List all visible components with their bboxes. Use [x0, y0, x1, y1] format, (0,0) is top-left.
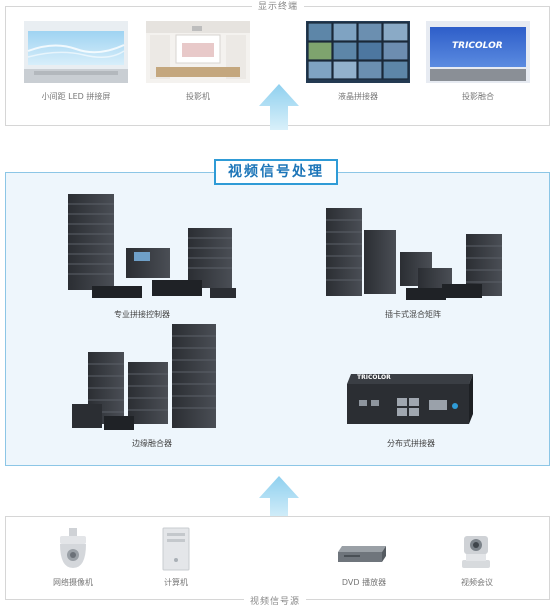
- video-source-label: 视频信号源: [244, 594, 307, 607]
- led-wall-icon: [24, 21, 128, 83]
- conference-camera-icon: [462, 536, 490, 568]
- display-caption-led: 小间距 LED 拼接屏: [41, 92, 111, 101]
- video-source-panel: [5, 516, 550, 600]
- display-caption-blend: 投影融合: [462, 92, 494, 101]
- computer-tower-icon: [162, 527, 190, 571]
- display-caption-projector: 投影机: [186, 92, 210, 101]
- blend-logo-text: TRICOLOR: [452, 41, 503, 51]
- splicing-controller-icon: [68, 194, 236, 298]
- display-terminal-label: 显示终端: [252, 0, 305, 12]
- projector-room-icon: [146, 21, 250, 83]
- distributed-splicer-icon: TRICOLOR: [345, 370, 477, 428]
- edge-blender-icon: [72, 324, 216, 430]
- display-caption-lcd: 液晶拼接器: [338, 92, 378, 101]
- product-caption-distributed: 分布式拼接器: [387, 439, 435, 448]
- dvd-player-icon: [338, 546, 386, 562]
- product-caption-matrix: 插卡式混合矩阵: [385, 310, 441, 319]
- source-caption-conference: 视频会议: [461, 578, 493, 587]
- source-caption-computer: 计算机: [164, 578, 188, 587]
- arrow-up-icon: [259, 476, 299, 522]
- source-caption-dvd: DVD 播放器: [341, 578, 387, 587]
- product-caption-splicing: 专业拼接控制器: [114, 310, 170, 319]
- product-caption-edge-blender: 边缘融合器: [132, 439, 172, 448]
- processing-title: 视频信号处理: [214, 159, 338, 185]
- arrow-up-icon: [259, 84, 299, 130]
- device-brand-text: TRICOLOR: [357, 374, 391, 381]
- card-matrix-icon: [326, 208, 502, 300]
- dome-camera-icon: [60, 528, 86, 568]
- projection-blend-icon: TRICOLOR: [426, 21, 530, 83]
- source-caption-camera: 网络摄像机: [53, 578, 93, 587]
- lcd-video-wall-icon: [306, 21, 410, 83]
